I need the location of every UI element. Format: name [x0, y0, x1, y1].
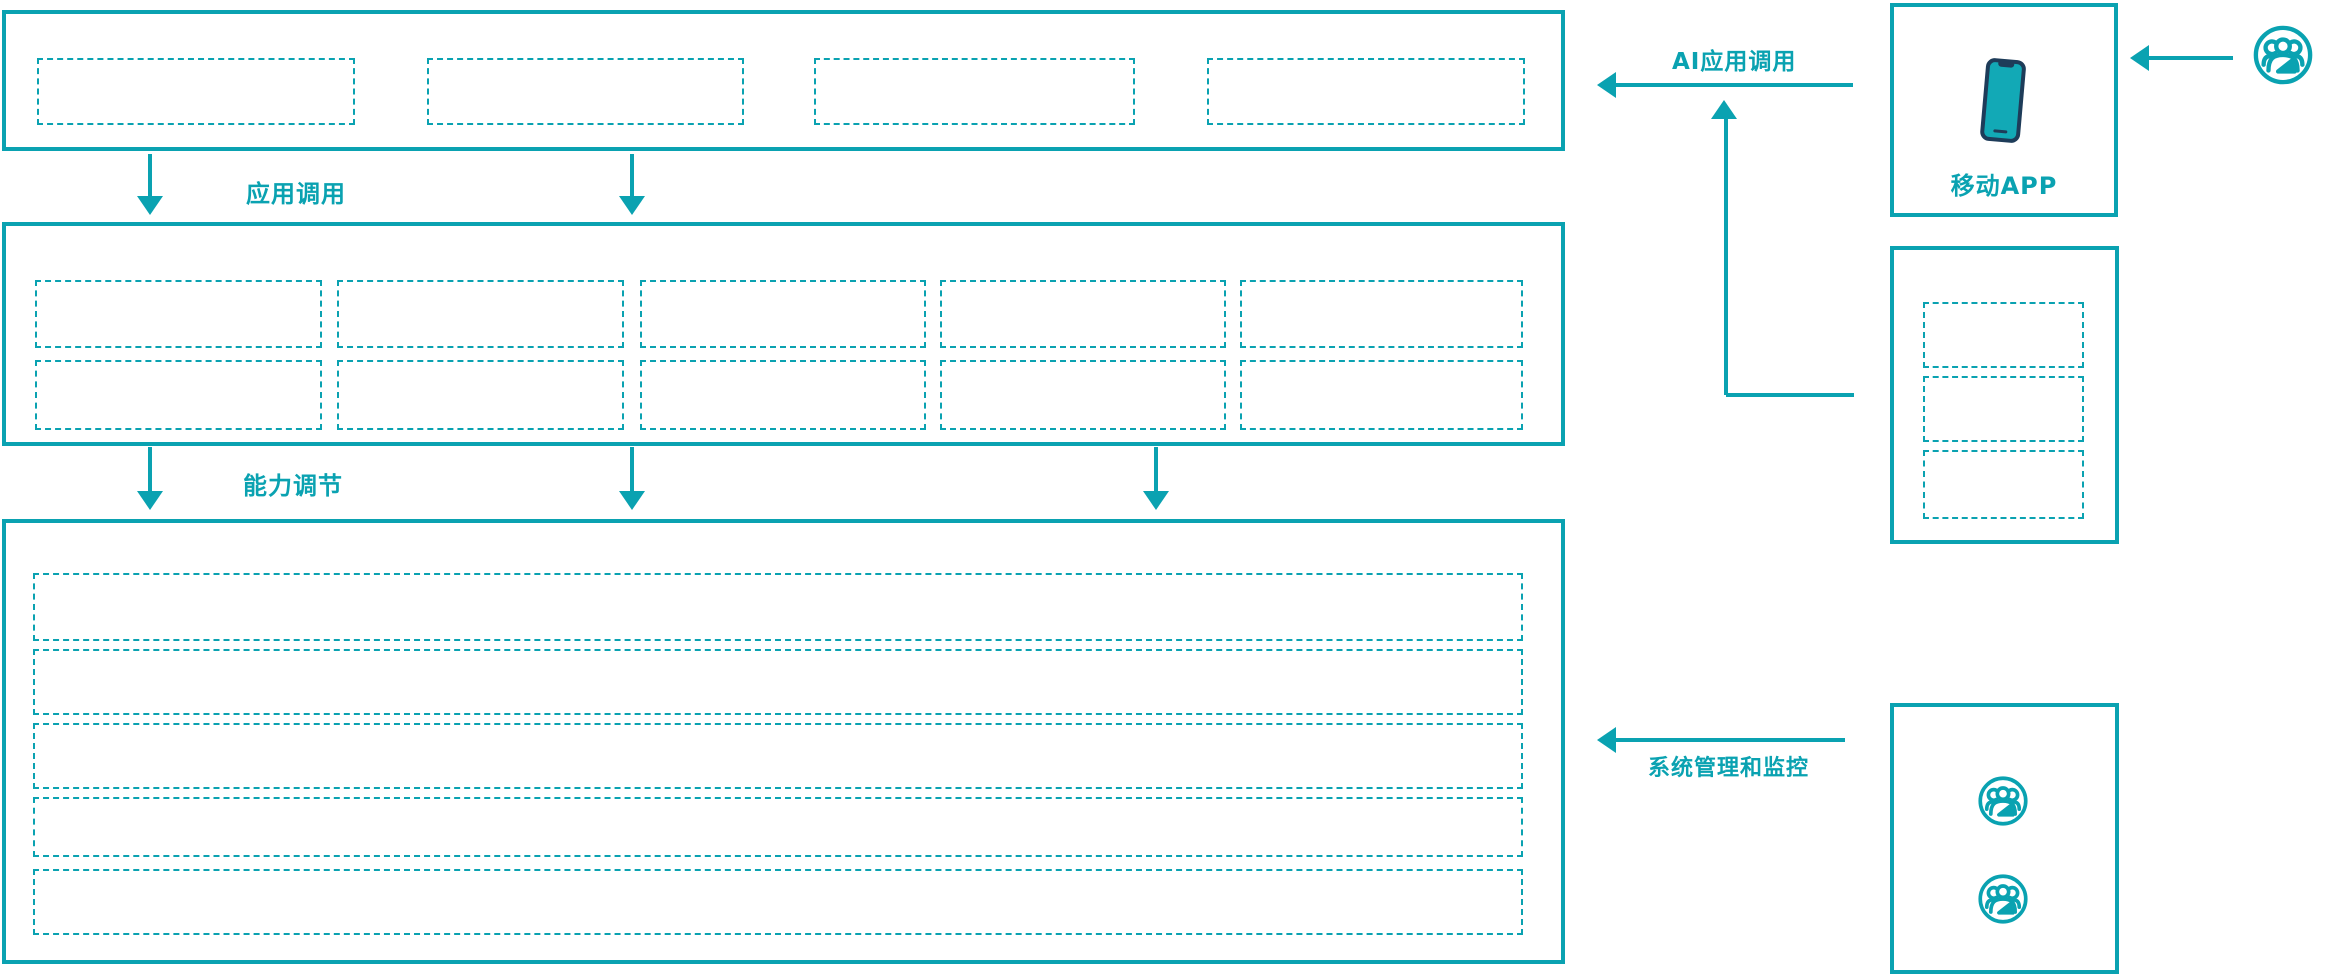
- arrow-head: [1711, 100, 1737, 119]
- arrow-head: [1597, 72, 1616, 98]
- access-slot-3: [1923, 450, 2084, 519]
- capability-slot-r2c1: [35, 360, 322, 430]
- access-slot-2: [1923, 376, 2084, 442]
- arrow-stem: [1154, 447, 1158, 492]
- capability-slot-r1c4: [940, 280, 1226, 348]
- arrow-stem: [630, 447, 634, 492]
- system-monitor-label: 系统管理和监控: [1648, 756, 1810, 781]
- arrow-stem: [148, 447, 152, 492]
- arrow-head: [1597, 727, 1616, 753]
- arrow-stem: [1724, 117, 1728, 395]
- mobile-app-label: 移动APP: [1950, 172, 2058, 200]
- users-group-icon: [2252, 24, 2314, 86]
- admin-panel: [1890, 703, 2119, 974]
- access-slot-1: [1923, 302, 2084, 368]
- ai-app-call-label: AI应用调用: [1672, 49, 1797, 75]
- capability-adjust-label: 能力调节: [243, 472, 343, 500]
- arrow-stem: [1615, 738, 1845, 742]
- arrow-head: [137, 491, 163, 510]
- arrow-head: [1143, 491, 1169, 510]
- capability-slot-r1c3: [640, 280, 926, 348]
- users-group-icon: [1977, 775, 2029, 827]
- app-layer-slot-3: [814, 58, 1135, 125]
- arrow-stem: [148, 154, 152, 197]
- arrow-stem: [1726, 393, 1854, 397]
- arrow-head: [619, 491, 645, 510]
- resource-row-1: [33, 573, 1523, 641]
- resource-row-4: [33, 797, 1523, 857]
- capability-slot-r1c1: [35, 280, 322, 348]
- arrow-stem: [2148, 56, 2233, 60]
- capability-slot-r2c3: [640, 360, 926, 430]
- arrow-head: [619, 196, 645, 215]
- app-layer-slot-4: [1207, 58, 1525, 125]
- app-layer-slot-1: [37, 58, 355, 125]
- mobile-phone-icon: [1977, 56, 2028, 146]
- arrow-head: [137, 196, 163, 215]
- app-call-label: 应用调用: [246, 180, 346, 208]
- capability-slot-r1c2: [337, 280, 624, 348]
- app-layer-slot-2: [427, 58, 744, 125]
- capability-slot-r2c2: [337, 360, 624, 430]
- resource-row-3: [33, 723, 1523, 789]
- capability-slot-r2c4: [940, 360, 1226, 430]
- resource-row-5: [33, 869, 1523, 935]
- resource-row-2: [33, 649, 1523, 715]
- arrow-head: [2130, 45, 2149, 71]
- capability-slot-r1c5: [1240, 280, 1523, 348]
- arrow-stem: [630, 154, 634, 197]
- capability-slot-r2c5: [1240, 360, 1523, 430]
- arrow-stem: [1615, 83, 1853, 87]
- users-group-icon: [1977, 873, 2029, 925]
